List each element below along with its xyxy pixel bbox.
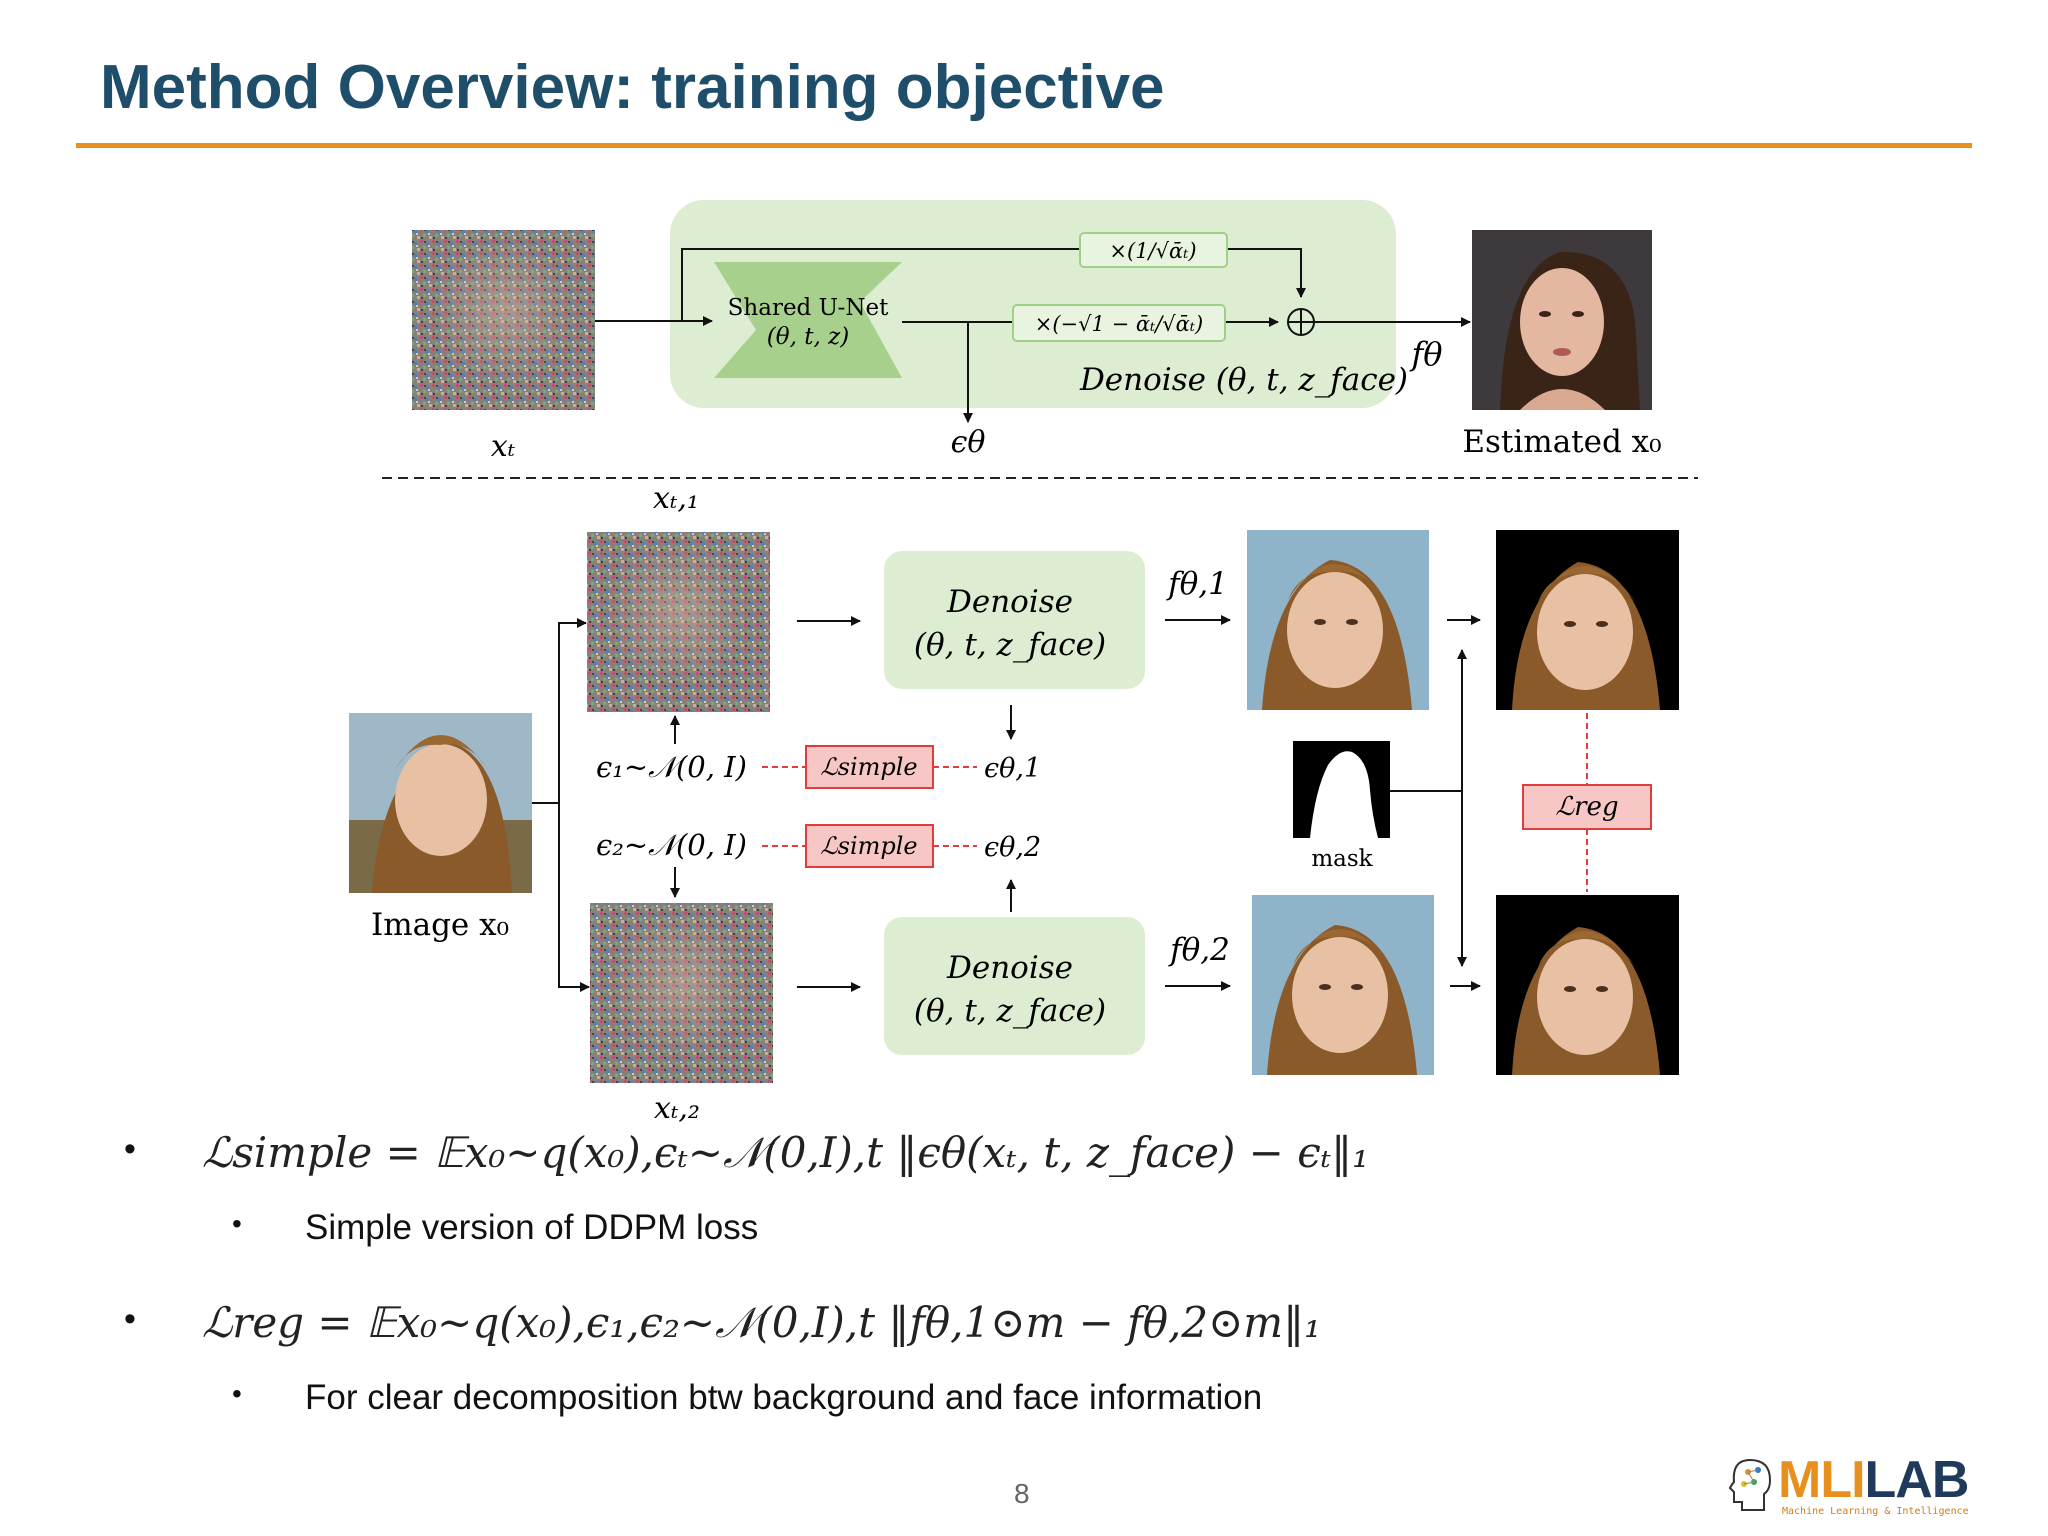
denoise1-title: Denoise [946, 584, 1073, 620]
page-title: Method Overview: training objective [100, 53, 1165, 122]
denoise-box-1 [884, 551, 1145, 689]
label-eps-theta: ϵθ [951, 425, 986, 460]
loss-simple-box-2 [805, 824, 934, 868]
estimated-x0-image [1472, 230, 1652, 410]
scale-box-top [1079, 232, 1228, 268]
loss-simple-label-1: ℒsimple [820, 753, 917, 781]
denoise-box-2 [884, 917, 1145, 1055]
eps-theta2-label: ϵθ,2 [984, 832, 1041, 863]
loss-reg-label: ℒreg [1555, 792, 1618, 822]
label-image-x0: Image x₀ [371, 907, 509, 943]
logo-wordmark: MLILAB [1778, 1451, 1969, 1509]
label-f-theta1: fθ,1 [1166, 566, 1228, 602]
eps1-noise-label: ϵ₁~𝒩(0, I) [596, 750, 747, 784]
unet-params: (θ, t, z) [767, 324, 849, 350]
unet-label: Shared U-Net [728, 295, 889, 321]
label-estimated-x0: Estimated x₀ [1462, 424, 1661, 460]
noisy-image-xt2 [590, 903, 773, 1083]
label-xt2: xₜ,₂ [654, 1091, 700, 1126]
page-number: 8 [1014, 1478, 1030, 1509]
sum-icon [1287, 308, 1315, 336]
scale-box-mid [1012, 304, 1226, 342]
scale-top-label: ×(1/√ᾱₜ) [1109, 239, 1196, 263]
scale-mid-label: ×(−√1 − ᾱₜ/√ᾱₜ) [1035, 312, 1203, 336]
loss-simple-label-2: ℒsimple [820, 832, 917, 860]
label-xt: xₜ [491, 429, 516, 464]
arrow-skip-path [681, 248, 1306, 321]
masked-output-2 [1496, 895, 1679, 1075]
noisy-image-xt [412, 230, 595, 410]
mask-image [1293, 741, 1390, 838]
shared-unet-shape [714, 262, 902, 378]
eps-theta1-label: ϵθ,1 [984, 753, 1041, 784]
mlilab-logo: MLILAB Machine Learning & Intelligence [1728, 1451, 1974, 1517]
denoise-label-top: Denoise (θ, t, z_face) [1079, 362, 1408, 398]
output-image-f1 [1247, 530, 1429, 710]
denoise2-title: Denoise [946, 950, 1073, 986]
logo-subtitle: Machine Learning & Intelligence [1782, 1506, 1969, 1517]
mask-label: mask [1311, 846, 1373, 872]
noisy-image-xt1 [587, 532, 770, 712]
output-image-f2 [1252, 895, 1434, 1075]
arrow-to-xt1 [558, 618, 587, 803]
eps2-noise-label: ϵ₂~𝒩(0, I) [596, 828, 747, 862]
masked-output-1 [1496, 530, 1679, 710]
label-xt1: xₜ,₁ [653, 481, 699, 516]
input-image-x0 [349, 713, 532, 893]
label-f-theta2: fθ,2 [1168, 932, 1230, 968]
arrow-to-xt2 [558, 803, 590, 992]
denoise2-params: (θ, t, z_face) [914, 993, 1106, 1029]
brain-head-icon [1728, 1458, 1772, 1511]
label-f-theta: fθ [1409, 335, 1442, 373]
title-underline [76, 143, 1972, 148]
denoise1-params: (θ, t, z_face) [914, 627, 1106, 663]
